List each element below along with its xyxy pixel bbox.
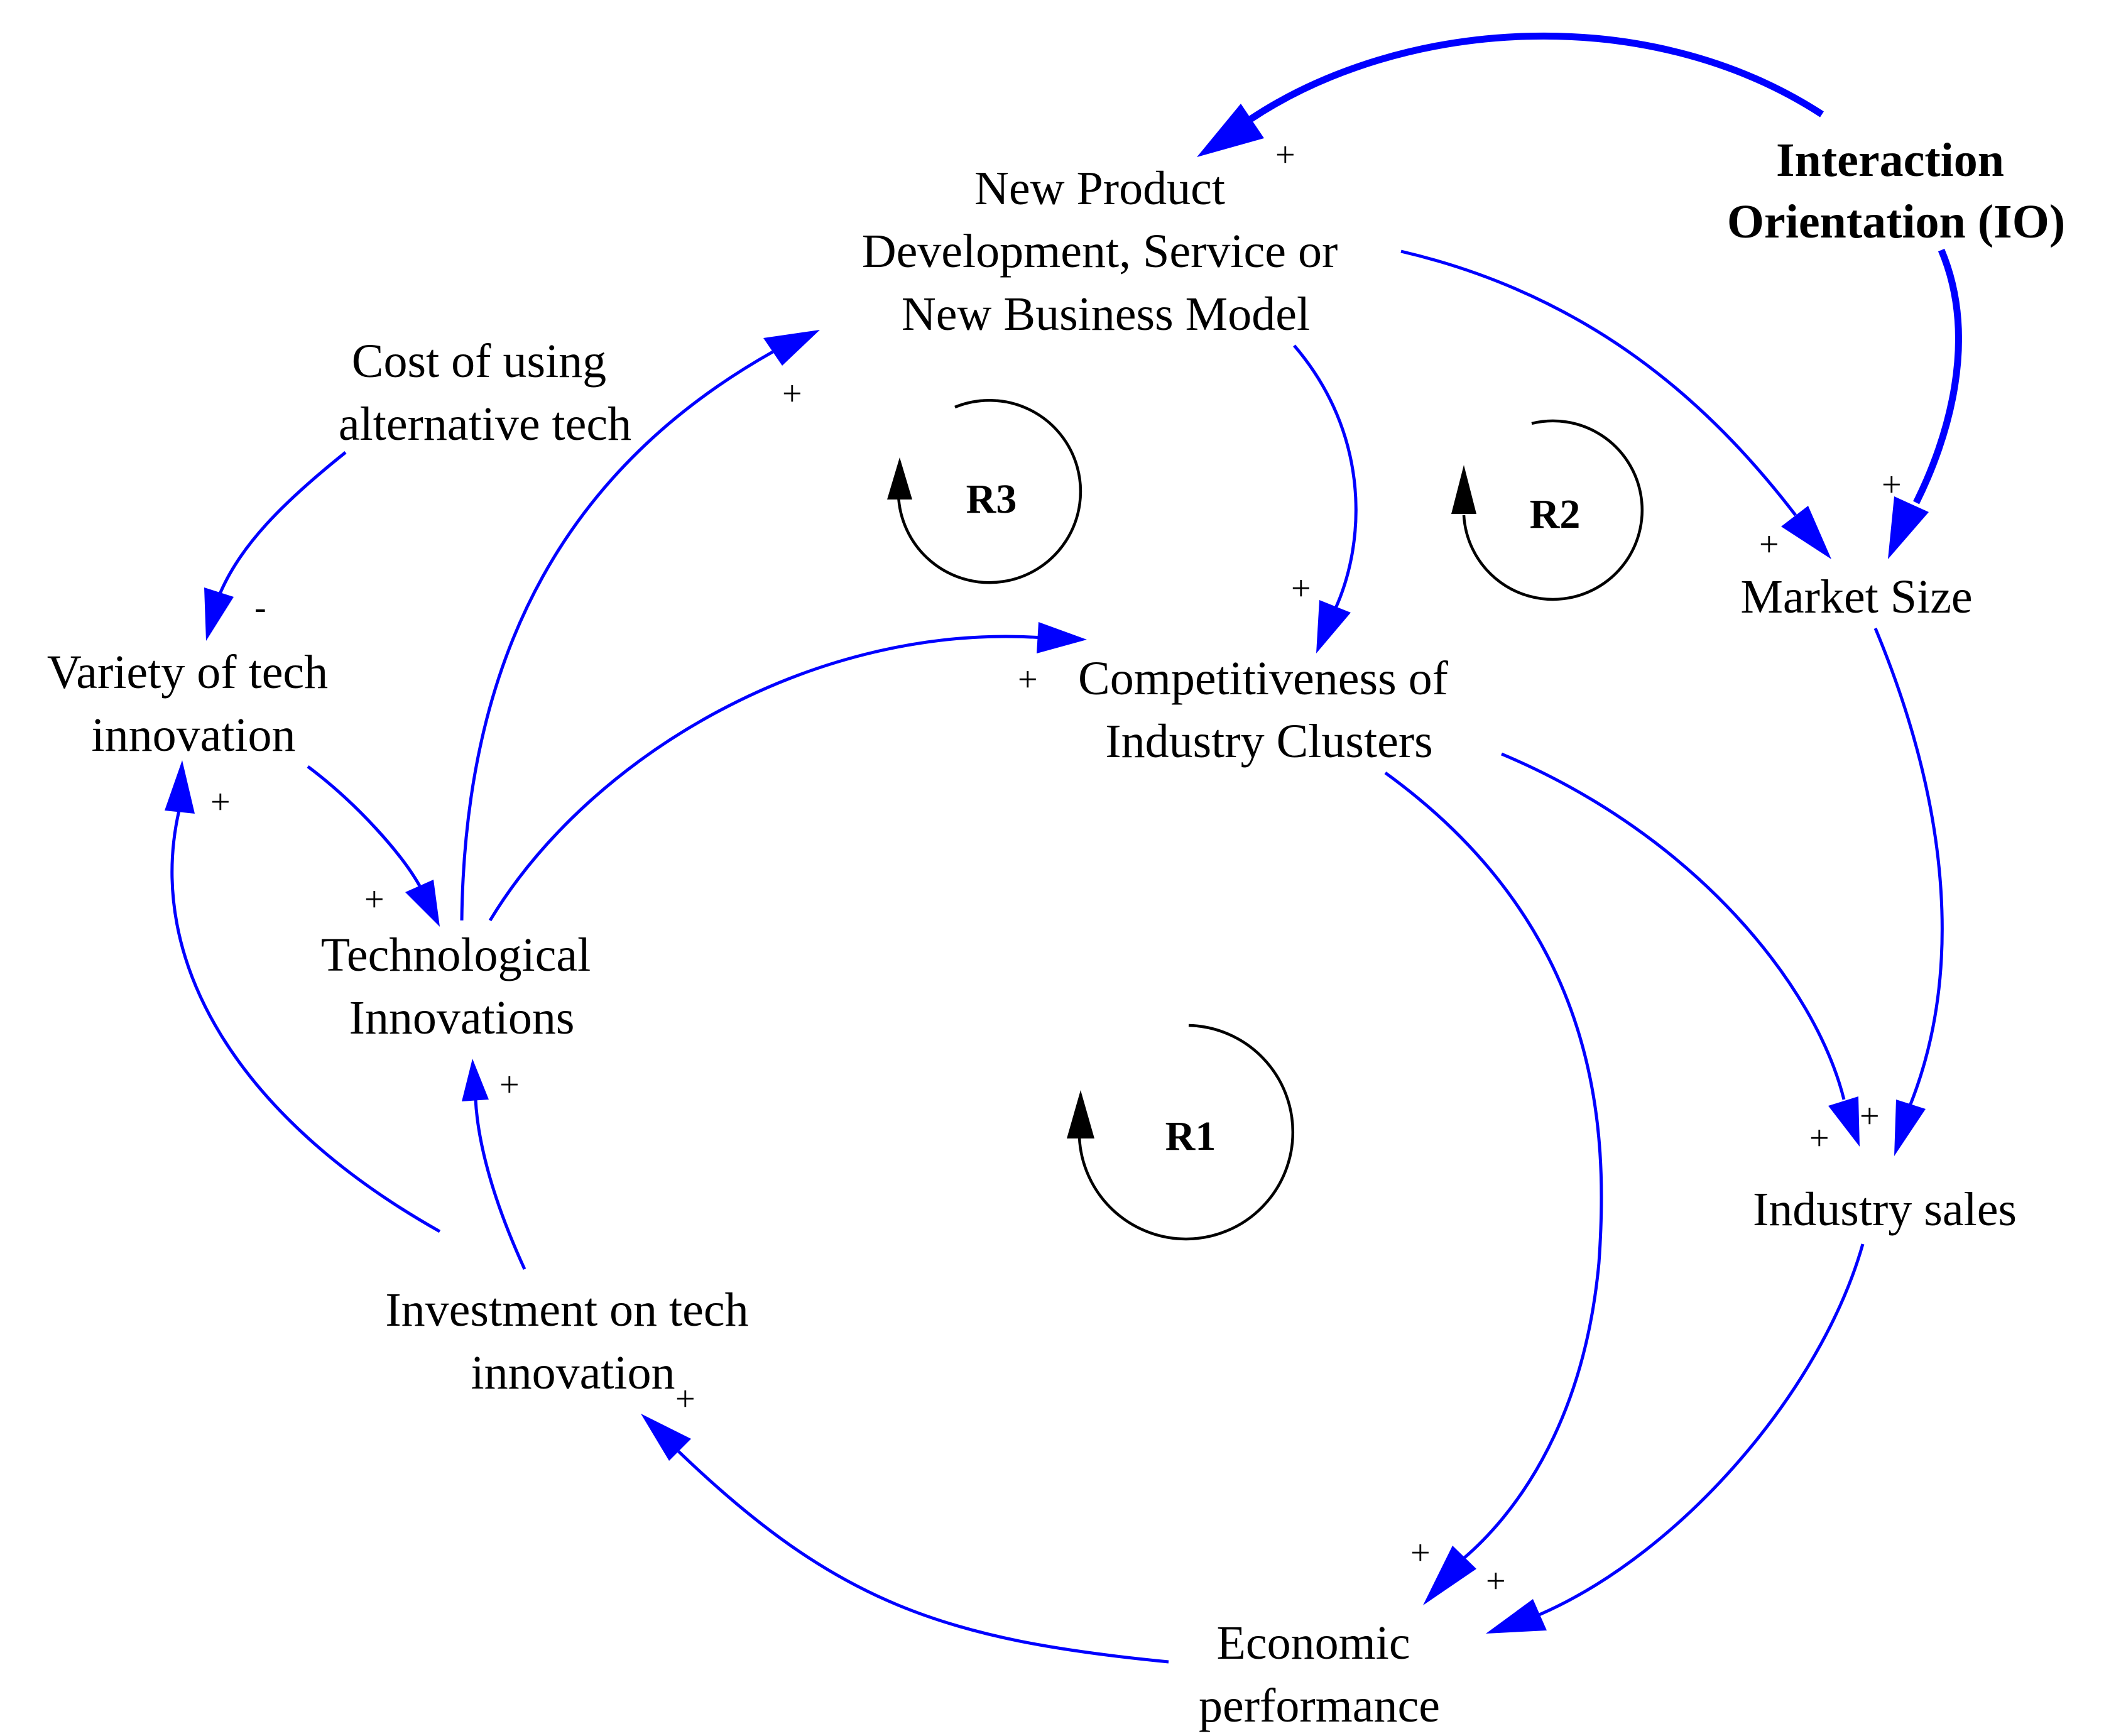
polarity-industry-sales-to-economic-performance: + bbox=[1486, 1562, 1506, 1601]
link-variety-to-tech-innovations bbox=[307, 765, 422, 887]
arrowhead-investment-to-variety bbox=[165, 760, 195, 814]
node-variety-tech: Variety of tech innovation bbox=[47, 646, 340, 762]
link-competitiveness-to-industry-sales bbox=[1501, 752, 1846, 1100]
polarity-new-product-to-competitiveness: + bbox=[1291, 569, 1311, 608]
polarity-io-to-market-size: + bbox=[1882, 466, 1902, 505]
causal-links bbox=[165, 32, 1962, 1664]
node-investment: Investment on tech innovation bbox=[385, 1284, 760, 1399]
variables: New Product Development, Service or New … bbox=[47, 134, 2065, 1732]
polarity-competitiveness-to-industry-sales: + bbox=[1809, 1119, 1829, 1158]
loop-indicators: R3 R2 R1 bbox=[887, 398, 1644, 1241]
arrowhead-market-size-to-industry-sales bbox=[1894, 1100, 1926, 1156]
polarity-io-to-new-product: + bbox=[1275, 136, 1295, 175]
polarity-tech-innovations-to-new-product: + bbox=[782, 374, 802, 413]
arrowhead-economic-performance-to-investment bbox=[641, 1414, 691, 1461]
node-industry-sales: Industry sales bbox=[1753, 1183, 2017, 1236]
node-cost-alt-tech: Cost of using alternative tech bbox=[339, 335, 631, 450]
link-market-size-to-industry-sales bbox=[1873, 628, 1944, 1106]
node-tech-innovations: Technological Innovations bbox=[321, 929, 602, 1044]
arrowhead-new-product-to-competitiveness bbox=[1316, 600, 1351, 653]
link-new-product-to-market-size bbox=[1400, 249, 1797, 516]
loop-r1-arrowhead-icon bbox=[1067, 1090, 1094, 1138]
loop-label-r3: R3 bbox=[966, 476, 1017, 522]
link-io-to-market-size bbox=[1913, 248, 1962, 505]
loop-label-r2: R2 bbox=[1530, 491, 1581, 537]
node-economic-perf: Economic performance bbox=[1199, 1617, 1440, 1732]
link-tech-innovations-to-new-product bbox=[460, 350, 774, 921]
arrowhead-tech-innovations-to-new-product bbox=[763, 330, 820, 366]
polarity-competitiveness-to-economic-performance: + bbox=[1410, 1534, 1431, 1573]
polarity-economic-performance-to-investment: + bbox=[675, 1380, 695, 1419]
link-tech-innovations-to-competitiveness bbox=[488, 635, 1044, 922]
polarity-investment-to-tech-innovations: + bbox=[499, 1066, 520, 1105]
polarity-tech-innovations-to-competitiveness: + bbox=[1018, 660, 1038, 699]
loop-label-r1: R1 bbox=[1165, 1113, 1216, 1159]
arrowhead-cost-to-variety bbox=[204, 587, 234, 641]
loop-r2-arrowhead-icon bbox=[1451, 465, 1476, 514]
polarity-investment-to-variety: + bbox=[210, 783, 231, 822]
loop-r1: R1 bbox=[1067, 1024, 1295, 1241]
arrowhead-io-to-new-product bbox=[1197, 104, 1264, 157]
polarity-cost-to-variety: - bbox=[254, 588, 266, 627]
arrowhead-competitiveness-to-economic-performance bbox=[1423, 1546, 1476, 1605]
link-competitiveness-to-economic-performance bbox=[1384, 771, 1603, 1559]
node-interaction-orientation: Interaction Orientation (IO) bbox=[1727, 134, 2065, 248]
link-investment-to-variety bbox=[170, 810, 441, 1233]
polarity-signs: + + + + - + + + + + + + + + + bbox=[210, 136, 1902, 1601]
loop-r2: R2 bbox=[1451, 419, 1644, 601]
link-industry-sales-to-economic-performance bbox=[1539, 1243, 1865, 1617]
link-cost-to-variety bbox=[217, 451, 347, 598]
node-new-product: New Product Development, Service or New … bbox=[862, 162, 1350, 341]
loop-r3: R3 bbox=[887, 398, 1082, 584]
arrowhead-variety-to-tech-innovations bbox=[405, 880, 440, 927]
node-market-size: Market Size bbox=[1740, 570, 1972, 623]
loop-r3-arrowhead-icon bbox=[887, 457, 912, 500]
arrowhead-investment-to-tech-innovations bbox=[462, 1059, 489, 1101]
polarity-new-product-to-market-size: + bbox=[1759, 525, 1779, 564]
link-economic-performance-to-investment bbox=[677, 1450, 1169, 1664]
arrowhead-io-to-market-size bbox=[1888, 496, 1929, 559]
arrowhead-tech-innovations-to-competitiveness bbox=[1037, 622, 1087, 653]
node-competitiveness: Competitiveness of Industry Clusters bbox=[1078, 652, 1460, 768]
arrowhead-new-product-to-market-size bbox=[1781, 506, 1831, 559]
polarity-market-size-to-industry-sales: + bbox=[1860, 1097, 1880, 1136]
link-new-product-to-competitiveness bbox=[1293, 344, 1358, 611]
polarity-variety-to-tech-innovations: + bbox=[364, 880, 384, 919]
link-io-to-new-product bbox=[1248, 32, 1824, 123]
arrowhead-competitiveness-to-industry-sales bbox=[1828, 1096, 1860, 1147]
arrowhead-industry-sales-to-economic-performance bbox=[1486, 1599, 1547, 1634]
link-investment-to-tech-innovations bbox=[474, 1099, 526, 1270]
